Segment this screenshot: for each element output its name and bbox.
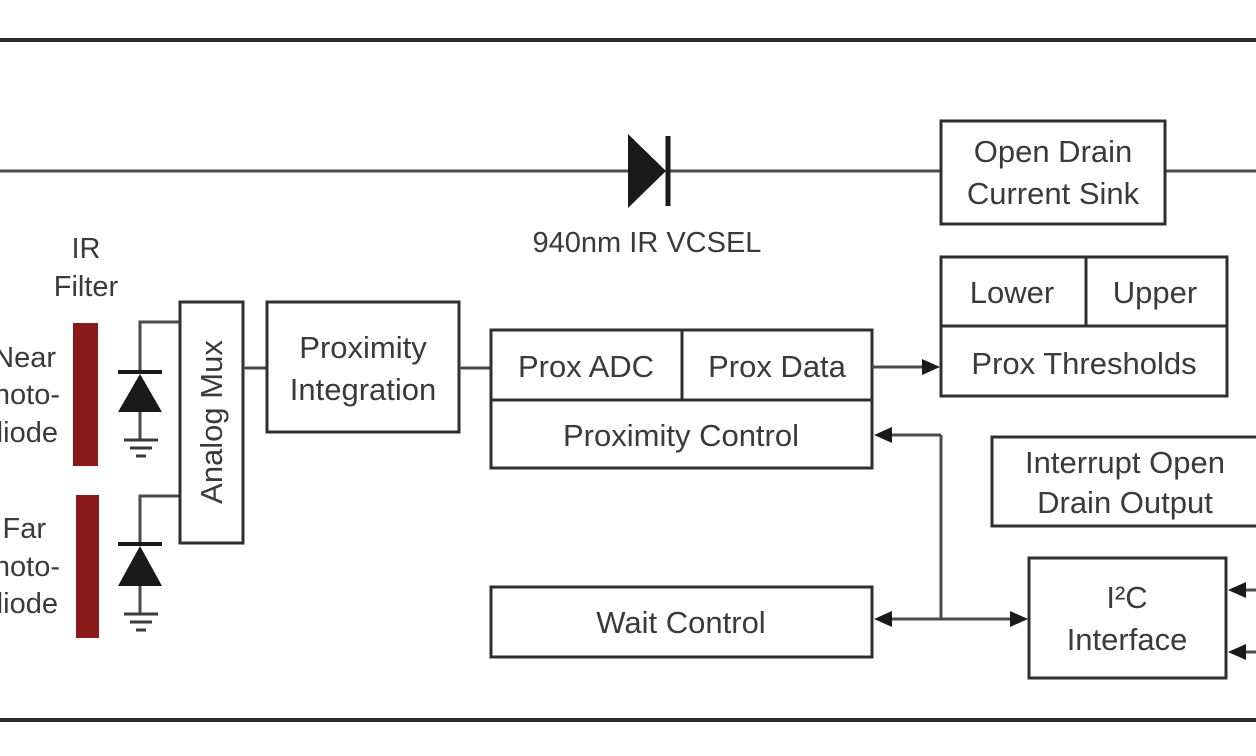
i2c-pin-arrows	[1228, 582, 1256, 660]
i2c-interface-block: I²C Interface	[1027, 556, 1228, 680]
prox-adc-label: Prox ADC	[518, 349, 654, 384]
ir-filter-label-2: Filter	[54, 271, 119, 303]
chip-boundary	[0, 38, 1256, 722]
analog-mux-block: Analog Mux	[178, 300, 245, 545]
data-to-threshold-arrow	[872, 359, 940, 375]
proximity-integration-label-2: Integration	[290, 372, 437, 407]
lower-label: Lower	[970, 275, 1054, 310]
near-photodiode-label-3: diode	[0, 417, 58, 449]
open-drain-label-2: Current Sink	[967, 176, 1140, 211]
wait-control-label: Wait Control	[596, 605, 765, 640]
interrupt-output-block: Interrupt Open Drain Output	[990, 435, 1256, 528]
ir-filter-label-1: IR	[72, 233, 101, 265]
vcsel-label: 940nm IR VCSEL	[533, 227, 762, 259]
wait-control-block: Wait Control	[489, 585, 874, 659]
upper-label: Upper	[1113, 275, 1197, 310]
far-photodiode-icon	[118, 494, 180, 632]
open-drain-label-1: Open Drain	[974, 134, 1133, 169]
prox-thresholds-label: Prox Thresholds	[971, 346, 1196, 381]
control-bus	[874, 427, 1028, 627]
near-photodiode-label-1: Near	[0, 342, 56, 374]
far-photodiode-label-1: Far	[3, 513, 47, 545]
i2c-label-1: I²C	[1106, 580, 1147, 615]
far-photodiode-label-3: diode	[0, 588, 58, 620]
near-photodiode-icon	[118, 320, 180, 458]
interrupt-label-1: Interrupt Open	[1025, 445, 1225, 480]
proximity-control-label: Proximity Control	[563, 418, 799, 453]
interrupt-label-2: Drain Output	[1037, 485, 1213, 520]
near-photodiode-label-2: Photo-	[0, 379, 60, 411]
near-ir-filter	[73, 323, 98, 466]
proximity-integration-block: Proximity Integration	[265, 300, 461, 434]
far-ir-filter	[76, 495, 99, 638]
open-drain-current-sink-block: Open Drain Current Sink	[939, 119, 1167, 226]
prox-thresholds-block: Lower Upper Prox Thresholds	[939, 255, 1229, 398]
i2c-label-2: Interface	[1067, 622, 1188, 657]
proximity-block: Prox ADC Prox Data Proximity Control	[489, 328, 874, 470]
proximity-integration-label-1: Proximity	[299, 330, 427, 365]
far-photodiode-label-2: Photo-	[0, 551, 60, 583]
analog-mux-label: Analog Mux	[194, 340, 229, 504]
vcsel-diode-icon	[628, 134, 671, 208]
prox-data-label: Prox Data	[708, 349, 847, 384]
